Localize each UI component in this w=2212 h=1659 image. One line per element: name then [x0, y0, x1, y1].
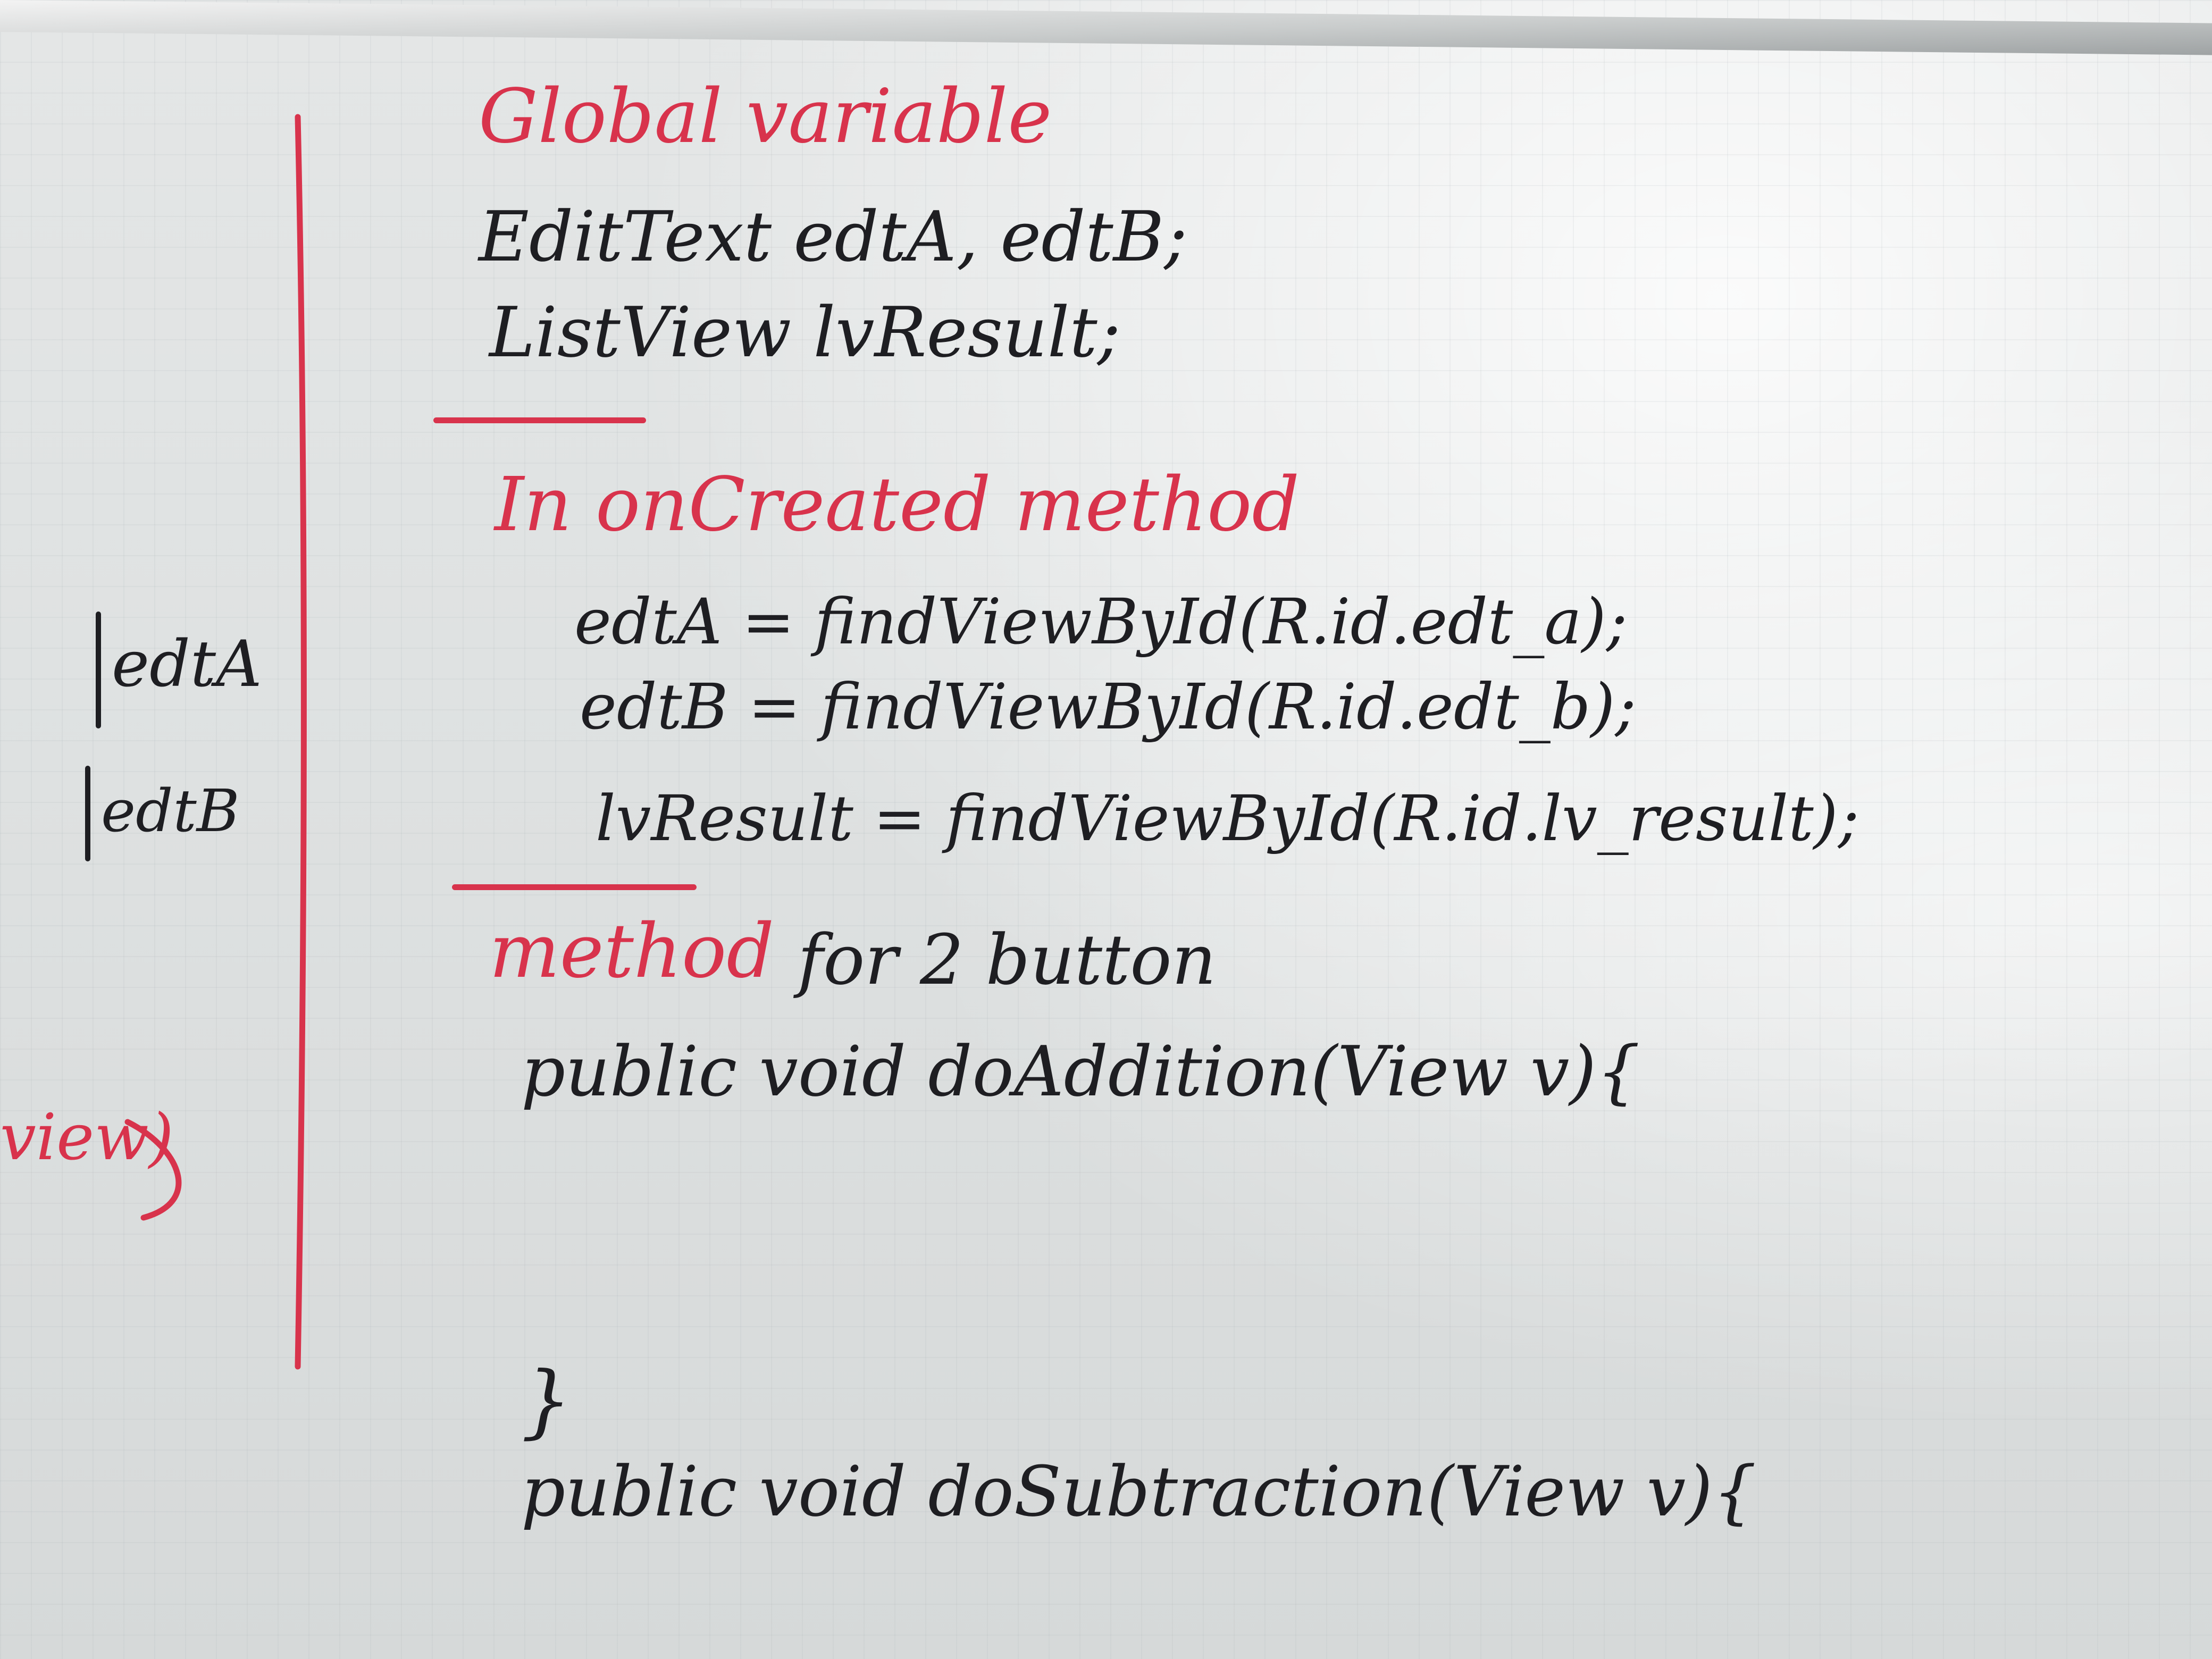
line-find-edtB: edtB = findViewById(R.id.edt_b); — [580, 670, 1637, 743]
line-find-edtA: edtA = findViewById(R.id.edt_a); — [574, 585, 1628, 658]
line-edittext-decl: EditText edtA, edtB; — [479, 196, 1188, 277]
margin-bar-a — [96, 611, 101, 728]
margin-label-view: view) — [0, 1101, 174, 1175]
heading-global-variable: Global variable — [479, 73, 1052, 160]
red-divider-2 — [452, 884, 697, 890]
margin-label-edtB: edtB — [101, 777, 240, 845]
heading-for-2-button: for 2 button — [798, 919, 1217, 1000]
margin-bar-b — [85, 766, 90, 861]
line-find-lvResult: lvResult = findViewById(R.id.lv_result); — [596, 782, 1859, 855]
line-doAddition-signature: public void doAddition(View v){ — [521, 1031, 1640, 1112]
red-divider-1 — [433, 417, 646, 423]
margin-label-edtA: edtA — [112, 627, 262, 701]
line-closing-brace: } — [521, 1355, 572, 1447]
line-doSubtraction-signature: public void doSubtraction(View v){ — [521, 1451, 1757, 1532]
heading-method: method — [489, 908, 774, 995]
line-listview-decl: ListView lvResult; — [489, 292, 1121, 373]
heading-oncreate: In onCreated method — [495, 462, 1300, 548]
